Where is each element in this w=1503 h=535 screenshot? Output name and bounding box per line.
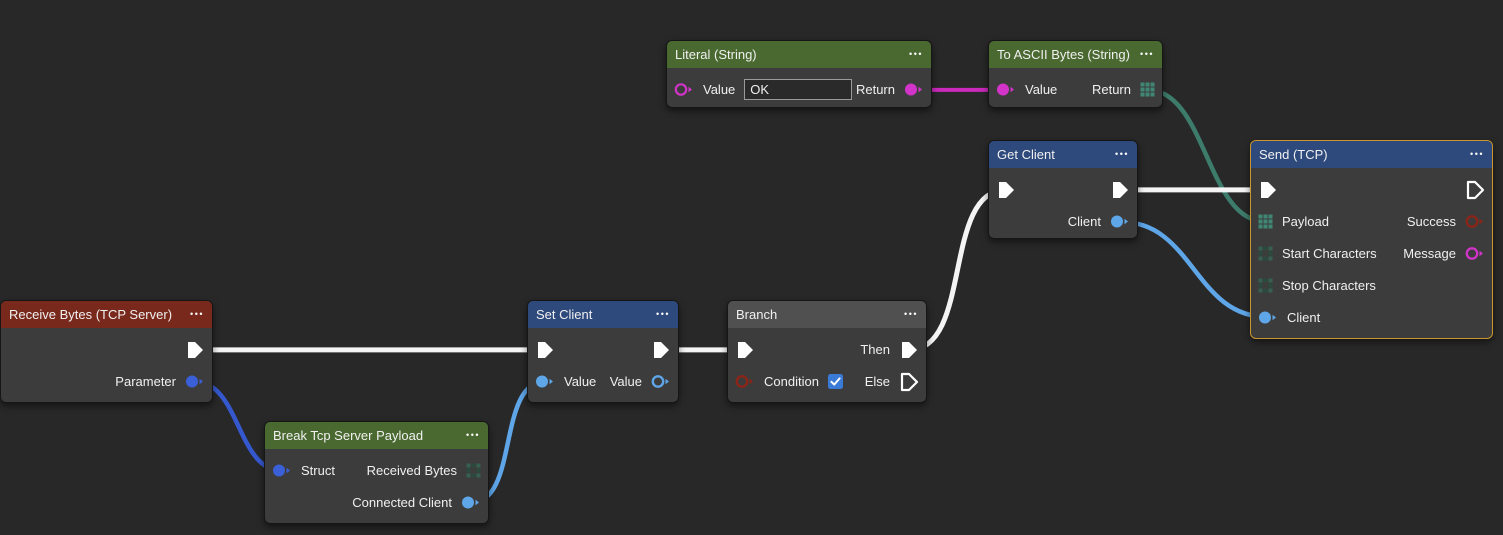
payload-pin-label: Payload (1282, 214, 1329, 230)
start-characters-pin-label: Start Characters (1282, 245, 1377, 261)
node-title: Set Client (536, 307, 593, 322)
condition-pin-label: Condition (764, 374, 819, 390)
payload-array-input-pin[interactable] (1258, 214, 1273, 229)
exec-out-pin[interactable] (1110, 180, 1130, 200)
received-bytes-pin-label: Received Bytes (366, 463, 457, 479)
exec-out-pin[interactable] (651, 340, 671, 360)
message-pin-label: Message (1403, 245, 1456, 261)
node-title: Branch (736, 307, 778, 322)
condition-checkbox[interactable] (827, 374, 843, 390)
parameter-output-pin[interactable] (185, 374, 205, 389)
client-pin-label: Client (1067, 214, 1101, 230)
wire (1117, 219, 1271, 320)
ellipsis-menu-icon[interactable]: ••• (1470, 149, 1484, 159)
node-title: Get Client (997, 147, 1055, 162)
stop-characters-pin-label: Stop Characters (1282, 277, 1376, 293)
node-header: To ASCII Bytes (String) ••• (989, 41, 1162, 68)
parameter-pin-label: Parameter (115, 374, 176, 390)
else-pin-label: Else (864, 374, 890, 390)
return-output-pin[interactable] (904, 82, 924, 97)
exec-out-pin[interactable] (1465, 180, 1485, 200)
ellipsis-menu-icon[interactable]: ••• (466, 430, 480, 440)
return-pin-label: Return (855, 82, 895, 98)
else-exec-out-pin[interactable] (899, 372, 919, 392)
ellipsis-menu-icon[interactable]: ••• (1115, 149, 1129, 159)
node-get-client[interactable]: Get Client ••• Client (988, 140, 1138, 239)
client-pin-label: Client (1287, 309, 1321, 325)
ellipsis-menu-icon[interactable]: ••• (190, 309, 204, 319)
value-in-pin-label: Value (564, 374, 597, 390)
node-title: Send (TCP) (1259, 147, 1328, 162)
then-exec-out-pin[interactable] (899, 340, 919, 360)
value-out-pin-label: Value (609, 374, 642, 390)
exec-in-pin[interactable] (996, 180, 1016, 200)
node-header: Get Client ••• (989, 141, 1137, 168)
node-literal-string[interactable]: Literal (String) ••• Value Return (666, 40, 932, 108)
message-output-pin[interactable] (1465, 246, 1485, 261)
received-bytes-array-output-pin[interactable] (466, 463, 481, 478)
node-send-tcp[interactable]: Send (TCP) ••• Payload Success (1250, 140, 1493, 339)
node-header: Receive Bytes (TCP Server) ••• (1, 301, 212, 328)
value-pin-label: Value (1025, 82, 1058, 98)
ellipsis-menu-icon[interactable]: ••• (904, 309, 918, 319)
node-header: Set Client ••• (528, 301, 678, 328)
wire (906, 187, 1009, 353)
node-title: Receive Bytes (TCP Server) (9, 307, 173, 322)
connected-client-output-pin[interactable] (461, 495, 481, 510)
return-pin-label: Return (1091, 82, 1131, 98)
connected-client-pin-label: Connected Client (352, 495, 452, 511)
start-characters-array-input-pin[interactable] (1258, 246, 1273, 261)
node-break-tcp-server-payload[interactable]: Break Tcp Server Payload ••• Struct Rece… (264, 421, 489, 524)
node-title: Break Tcp Server Payload (273, 428, 424, 443)
value-input-pin[interactable] (674, 82, 694, 97)
client-output-pin[interactable] (1110, 214, 1130, 229)
exec-in-pin[interactable] (1258, 180, 1278, 200)
condition-input-pin[interactable] (735, 374, 755, 389)
then-pin-label: Then (860, 342, 890, 358)
ellipsis-menu-icon[interactable]: ••• (1140, 49, 1154, 59)
node-header: Send (TCP) ••• (1251, 141, 1492, 168)
exec-in-pin[interactable] (735, 340, 755, 360)
ellipsis-menu-icon[interactable]: ••• (909, 49, 923, 59)
node-header: Literal (String) ••• (667, 41, 931, 68)
client-input-pin[interactable] (1258, 310, 1278, 325)
exec-out-pin[interactable] (185, 340, 205, 360)
exec-in-pin[interactable] (535, 340, 555, 360)
stop-characters-array-input-pin[interactable] (1258, 278, 1273, 293)
node-receive-bytes-tcp-server[interactable]: Receive Bytes (TCP Server) ••• Parameter (0, 300, 213, 403)
struct-pin-label: Struct (301, 463, 335, 479)
struct-input-pin[interactable] (272, 463, 292, 478)
wire (1145, 87, 1268, 224)
node-header: Break Tcp Server Payload ••• (265, 422, 488, 449)
value-input-pin[interactable] (996, 82, 1016, 97)
value-input-pin[interactable] (535, 374, 555, 389)
node-to-ascii-bytes[interactable]: To ASCII Bytes (String) ••• Value Return (988, 40, 1163, 108)
node-branch[interactable]: Branch ••• Then Condition (727, 300, 927, 403)
ellipsis-menu-icon[interactable]: ••• (656, 309, 670, 319)
node-set-client[interactable]: Set Client ••• Value Value (527, 300, 679, 403)
value-pin-label: Value (703, 82, 736, 98)
node-title: Literal (String) (675, 47, 757, 62)
return-array-output-pin[interactable] (1140, 82, 1155, 97)
value-output-pin[interactable] (651, 374, 671, 389)
success-pin-label: Success (1406, 214, 1456, 230)
node-header: Branch ••• (728, 301, 926, 328)
node-title: To ASCII Bytes (String) (997, 47, 1130, 62)
success-output-pin[interactable] (1465, 214, 1485, 229)
value-text-input[interactable] (744, 79, 853, 101)
